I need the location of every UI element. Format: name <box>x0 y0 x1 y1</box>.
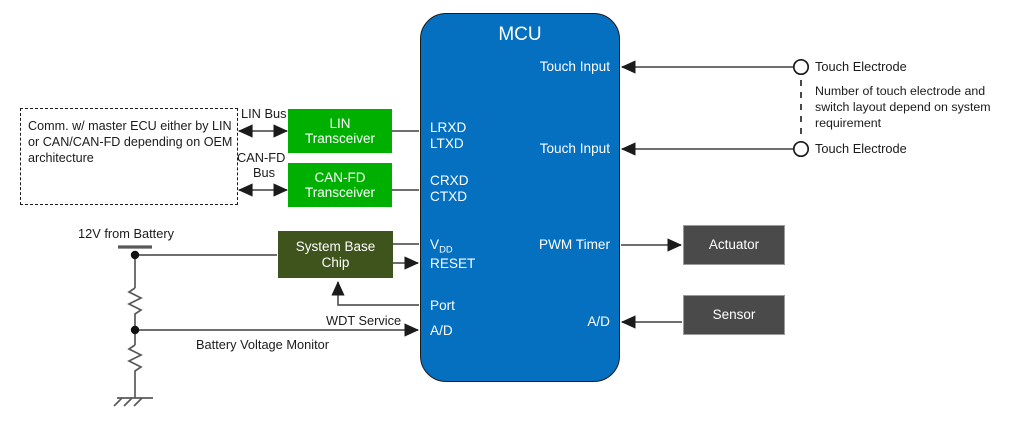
mcu-pin-touch-input-1: Touch Input <box>539 59 610 74</box>
mcu-pin-pwm-timer: PWM Timer <box>539 237 610 252</box>
lin-transceiver-line1: LIN <box>329 115 351 131</box>
ground-symbol <box>113 397 153 407</box>
mcu-pin-touch-input-2: Touch Input <box>539 141 610 156</box>
actuator-label: Actuator <box>708 237 760 253</box>
mcu-pin-ctxd: CTXD <box>430 189 468 204</box>
touch-electrode-circle-bottom <box>792 140 810 158</box>
wdt-service-label: WDT Service <box>326 313 402 328</box>
sensor-block[interactable]: Sensor <box>683 295 785 335</box>
vdd-subscript: DD <box>439 243 453 255</box>
comm-box <box>20 108 238 205</box>
canfd-bus-label-line2: Bus <box>253 165 276 180</box>
battery-source-label: 12V from Battery <box>78 226 175 241</box>
mcu-pin-lrxd: LRXD <box>430 120 467 135</box>
vdd-text: V <box>430 237 440 252</box>
comm-box-text: Comm. w/ master ECU either by LIN or CAN… <box>28 119 233 166</box>
mcu-pin-vdd: VDD <box>430 237 453 255</box>
touch-electrode-note: Number of touch electrode and switch lay… <box>815 84 991 131</box>
touch-electrode-label-bottom: Touch Electrode <box>815 141 907 156</box>
canfd-bus-label-line1: CAN-FD <box>237 150 286 165</box>
touch-electrode-label-top: Touch Electrode <box>815 59 907 74</box>
touch-electrode-circle-top <box>792 58 810 76</box>
sensor-label: Sensor <box>712 307 756 323</box>
canfd-transceiver-line2: Transceiver <box>304 185 376 200</box>
mcu-pin-ad-right: A/D <box>587 314 610 329</box>
actuator-block[interactable]: Actuator <box>683 225 785 265</box>
sbc-line2: Chip <box>321 254 350 270</box>
mcu-pin-ad-left: A/D <box>430 323 453 338</box>
battery-voltage-monitor-label: Battery Voltage Monitor <box>196 337 330 352</box>
mcu-pin-ltxd: LTXD <box>430 136 464 151</box>
mcu-title: MCU <box>498 24 542 45</box>
canfd-transceiver-line1: CAN-FD <box>314 169 366 185</box>
mcu-pin-port: Port <box>430 298 455 313</box>
sbc-line1: System Base <box>295 239 376 255</box>
mcu-pin-reset: RESET <box>430 256 476 271</box>
lin-transceiver-line2: Transceiver <box>304 131 376 146</box>
mcu-block[interactable] <box>420 13 620 382</box>
lin-bus-label: LIN Bus <box>241 106 287 121</box>
junction-dot-upper <box>130 250 140 260</box>
mcu-pin-crxd: CRXD <box>430 173 469 188</box>
junction-dot-lower <box>130 325 140 335</box>
